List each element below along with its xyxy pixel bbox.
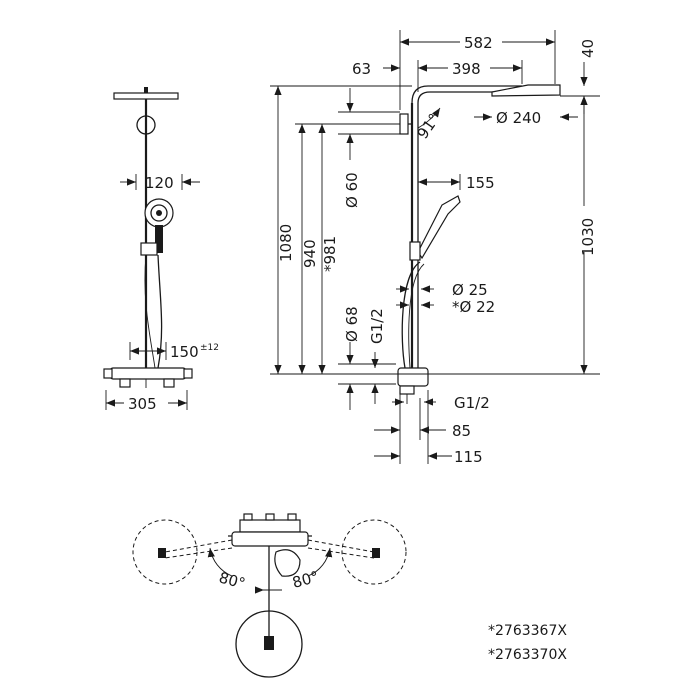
rotation-range-left — [132, 519, 198, 585]
dim-115: 115 — [454, 448, 483, 466]
slider-side — [409, 241, 421, 261]
dim-1080: 1080 — [277, 224, 295, 262]
dim-g12-vertical: G1/2 — [368, 308, 386, 344]
hand-shower-side — [417, 195, 461, 260]
hose-front — [157, 254, 163, 369]
dim-981: *981 — [321, 236, 339, 272]
hand-shower-top — [274, 549, 301, 577]
thermostat-top — [239, 519, 301, 533]
dim-diameter-22: *Ø 22 — [452, 298, 495, 316]
dim-diameter-68: Ø 68 — [343, 306, 361, 342]
wall-bracket-side — [399, 113, 409, 135]
dim-155: 155 — [466, 174, 495, 192]
side-view: 582 398 63 40 91° Ø 240 1080 940 *981 — [270, 30, 600, 466]
dim-120: 120 — [145, 174, 174, 192]
shower-head-side — [491, 84, 561, 97]
dim-g12-horizontal: G1/2 — [454, 394, 490, 412]
shower-arm-side — [411, 85, 522, 104]
dim-940: 940 — [301, 239, 319, 268]
dim-80-left: 80° — [217, 568, 247, 592]
shower-head-top — [235, 610, 303, 678]
dim-40: 40 — [579, 39, 597, 58]
top-view: 80° 80° — [132, 513, 407, 678]
dim-150-tolerance: ±12 — [200, 343, 219, 353]
shower-head-front — [113, 92, 179, 100]
front-view: 120 150 ±12 305 — [103, 87, 219, 413]
dim-diameter-240: Ø 240 — [496, 109, 541, 127]
article-number-1: *2763367X — [488, 623, 567, 639]
dim-63: 63 — [352, 60, 371, 78]
dim-1030: 1030 — [579, 218, 597, 256]
thermostat-front — [109, 367, 187, 380]
dim-582: 582 — [464, 34, 493, 52]
dim-398: 398 — [452, 60, 481, 78]
dim-diameter-25: Ø 25 — [452, 281, 488, 299]
hose-side — [401, 261, 421, 369]
swing-arm-right — [307, 539, 375, 553]
wall-bracket-front — [136, 115, 156, 135]
article-number-2: *2763370X — [488, 647, 567, 663]
dim-305: 305 — [128, 395, 157, 413]
dim-150: 150 — [170, 343, 199, 361]
swing-arm-left — [164, 539, 233, 553]
shower-head-joint — [144, 87, 148, 93]
thermostat-side — [397, 367, 429, 387]
dim-85: 85 — [452, 422, 471, 440]
slider-front — [140, 242, 158, 256]
article-numbers: *2763367X *2763370X — [488, 623, 567, 663]
dim-diameter-60: Ø 60 — [343, 172, 361, 208]
hand-shower-handle — [155, 225, 163, 253]
rotation-range-right — [341, 519, 407, 585]
